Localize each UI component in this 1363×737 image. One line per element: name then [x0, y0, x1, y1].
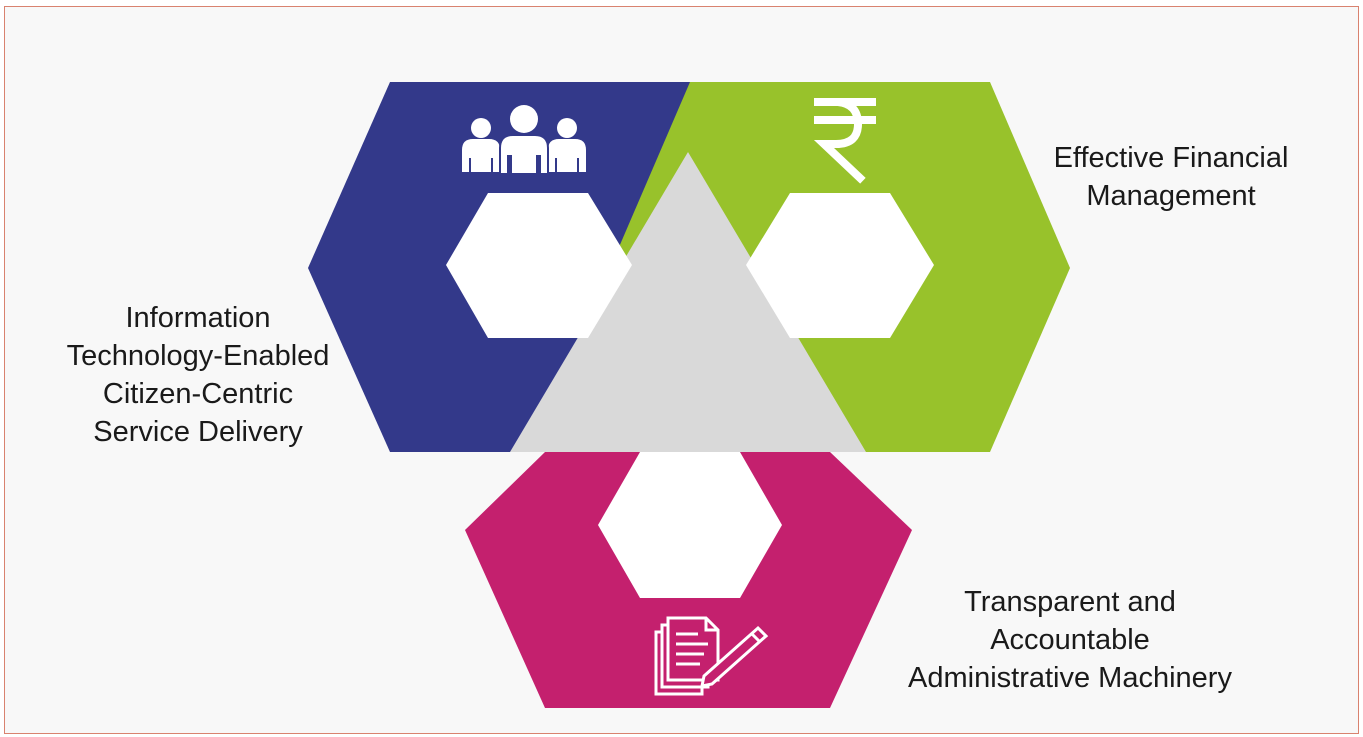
rupee-icon [813, 98, 876, 184]
left-inner-hexagon [446, 193, 632, 338]
center-triangle [510, 152, 866, 452]
label-line: Technology-Enabled [66, 340, 330, 372]
label-line: Administrative Machinery [908, 662, 1232, 694]
label-line: Citizen-Centric [102, 378, 294, 410]
label-administrative-machinery: Transparent and Accountable Administrati… [860, 583, 1280, 697]
label-line: Transparent and [964, 586, 1176, 618]
label-it-enabled-service-delivery: Information Technology-Enabled Citizen-C… [28, 299, 368, 451]
label-line: Accountable [990, 624, 1150, 656]
label-line: Effective Financial [1053, 142, 1289, 174]
bottom-inner-hexagon [598, 452, 782, 598]
label-financial-management: Effective Financial Management [1012, 139, 1330, 215]
label-line: Service Delivery [93, 416, 303, 448]
label-line: Management [1086, 180, 1256, 212]
label-line: Information [125, 302, 271, 334]
people-group-icon [462, 105, 586, 175]
right-inner-hexagon [746, 193, 934, 338]
document-pen-icon [654, 616, 769, 696]
